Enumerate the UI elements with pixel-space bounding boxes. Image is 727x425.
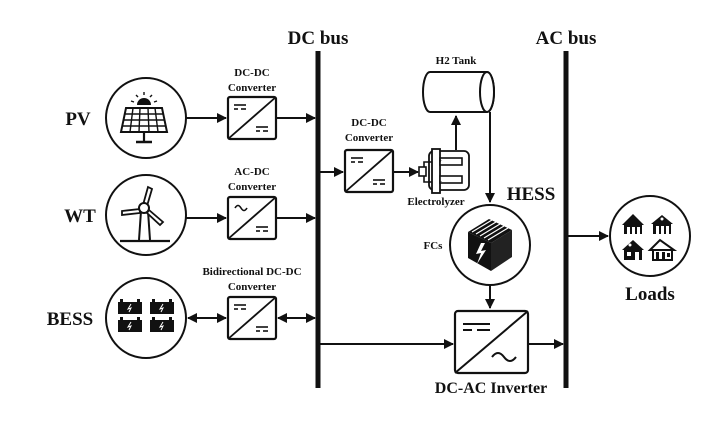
bess-source	[105, 277, 187, 359]
dc-symbol-icon	[463, 323, 490, 331]
dc-symbol-icon	[234, 304, 246, 310]
electrolyzer-converter-label-line1: DC-DC	[351, 117, 386, 129]
dc-symbol-icon	[256, 226, 268, 232]
wt-circle	[105, 174, 187, 256]
fuel-cells	[449, 204, 531, 286]
wind-turbine-icon	[120, 185, 170, 243]
pv-label: PV	[65, 109, 91, 130]
inverter-label: DC-AC Inverter	[435, 380, 547, 397]
wt-converter-label-line1: AC-DC	[234, 166, 269, 178]
dc-bus-label: DC bus	[288, 28, 349, 49]
wt-label: WT	[64, 206, 96, 227]
wt-converter-label-line2: Converter	[228, 181, 276, 193]
solar-panel-icon	[119, 92, 169, 144]
electrolyzer-dc-dc-converter	[343, 148, 395, 194]
h2-tank-label: H2 Tank	[436, 55, 478, 67]
bidirectional-dc-dc-converter	[226, 295, 278, 341]
loads-circle	[609, 195, 691, 277]
hess-label: HESS	[507, 184, 556, 205]
houses-icon	[622, 214, 678, 261]
dc-symbol-icon	[234, 104, 246, 110]
pv-dc-dc-converter	[226, 95, 278, 141]
svg-text:+: +	[439, 159, 443, 165]
fuel-cell-icon	[468, 219, 512, 271]
loads	[609, 195, 691, 277]
pv-converter-label-line1: DC-DC	[234, 67, 269, 79]
electrolyzer-converter-label-line2: Converter	[345, 132, 393, 144]
bess-label: BESS	[47, 309, 93, 330]
ac-dc-converter	[226, 195, 278, 241]
ac-symbol-icon	[234, 204, 248, 212]
electrolyzer-label: Electrolyzer	[407, 196, 464, 208]
h2-tank-icon	[422, 71, 495, 113]
ac-bus-label: AC bus	[536, 28, 597, 49]
electrolyzer-icon: + -	[418, 148, 470, 194]
dc-symbol-icon	[256, 126, 268, 132]
bess-converter-label-line1: Bidirectional DC-DC	[202, 266, 301, 278]
battery-bank-icon	[117, 298, 175, 333]
dc-symbol-icon	[373, 179, 385, 185]
fuel-cells-label: FCs	[424, 240, 444, 252]
dc-symbol-icon	[256, 326, 268, 332]
bess-converter-label-line2: Converter	[228, 281, 276, 293]
pv-source	[105, 77, 187, 159]
dc-symbol-icon	[351, 157, 363, 163]
pv-converter-label-line2: Converter	[228, 82, 276, 94]
svg-text:-: -	[440, 179, 442, 185]
wt-source	[105, 174, 187, 256]
dc-ac-inverter	[453, 309, 530, 375]
ac-symbol-icon	[491, 352, 517, 362]
bess-circle	[105, 277, 187, 359]
loads-label: Loads	[625, 284, 675, 305]
